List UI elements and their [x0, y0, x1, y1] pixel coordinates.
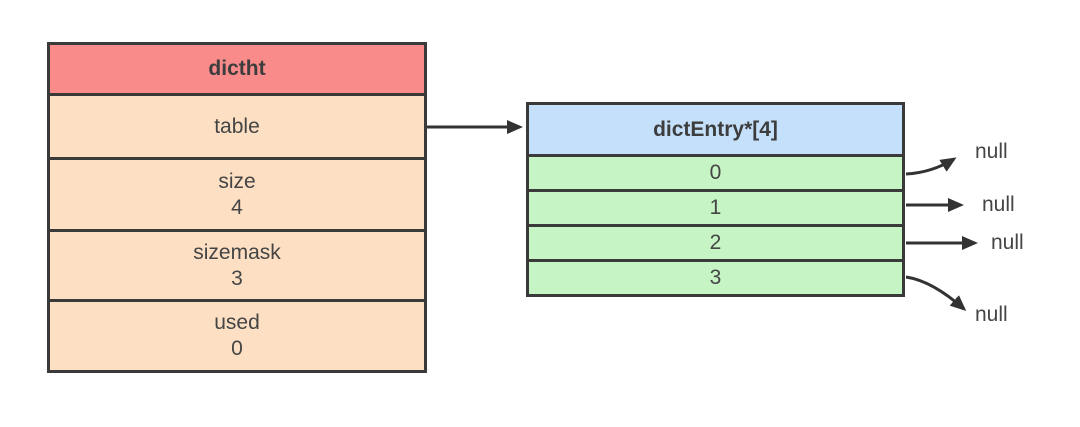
field-label: size [218, 169, 256, 193]
dictentry-slot-3: 3 [529, 259, 902, 294]
dictentry-slot-2: 2 [529, 224, 902, 259]
slot-index: 1 [709, 196, 722, 219]
dictentry-slot-1: 1 [529, 189, 902, 224]
dictht-row-used: used 0 [50, 299, 424, 370]
dictht-row-table: table [50, 93, 424, 157]
dictht-struct-box: dictht table size 4 sizemask 3 used 0 [47, 42, 427, 373]
field-label: used [214, 311, 260, 334]
slot-index: 2 [709, 231, 722, 254]
slot0-null-arrow [905, 157, 957, 176]
slot-index: 0 [709, 161, 722, 184]
field-value: 0 [231, 337, 243, 360]
null-label-slot-0: null [975, 140, 1008, 163]
slot-index: 3 [709, 266, 722, 289]
field-label: table [214, 114, 260, 138]
dictht-header: dictht [50, 45, 424, 93]
field-label: sizemask [193, 240, 281, 264]
dictentry-array-box: dictEntry*[4] 0 1 2 3 [526, 102, 905, 297]
dictentry-slot-0: 0 [529, 154, 902, 189]
slot3-null-arrow [905, 275, 967, 311]
field-value: 4 [231, 195, 243, 219]
dictentry-header: dictEntry*[4] [529, 105, 902, 154]
null-label-slot-3: null [975, 303, 1008, 326]
field-value: 3 [231, 266, 243, 290]
null-label-slot-2: null [991, 231, 1024, 254]
null-label-slot-1: null [982, 193, 1015, 216]
dictht-row-size: size 4 [50, 157, 424, 229]
dictht-row-sizemask: sizemask 3 [50, 229, 424, 299]
